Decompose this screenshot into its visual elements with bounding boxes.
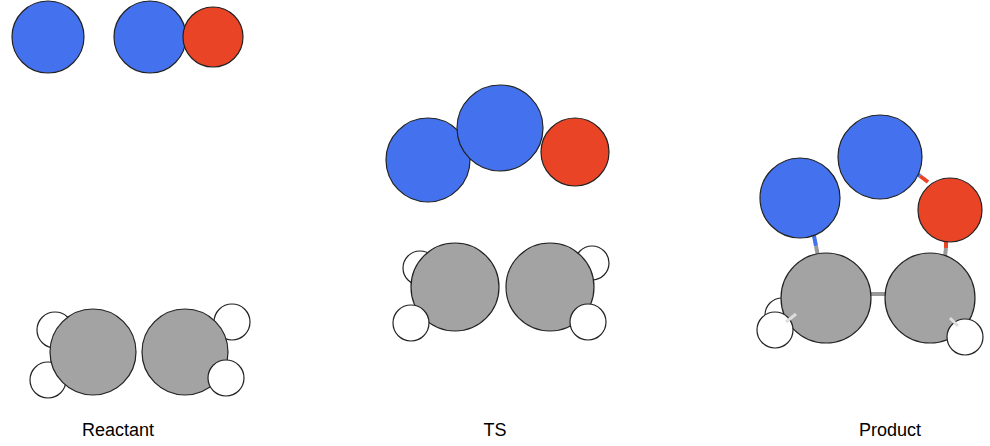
stage-label: Product [859,420,921,442]
oxygen-atom [918,178,982,242]
carbon-atom [50,309,136,395]
hydrogen-atom [947,319,983,355]
oxygen-atom [183,7,243,67]
carbon-atom [781,253,871,343]
nitrogen-atom [12,1,84,73]
nitrogen-atom [114,1,186,73]
stage-label: TS [483,420,506,442]
hydrogen-atom [757,312,793,348]
oxygen-atom [541,118,609,186]
hydrogen-atom [393,305,429,341]
bond [814,236,816,246]
stage-label: Reactant [82,420,154,442]
bond [786,314,796,322]
hydrogen-atom [208,360,244,396]
bond [945,248,946,256]
nitrogen-atom [760,158,840,238]
bond [920,176,928,182]
nitrogen-atom [838,115,922,199]
bond [950,318,958,326]
nitrogen-atom [457,85,543,171]
hydrogen-atom [570,304,606,340]
